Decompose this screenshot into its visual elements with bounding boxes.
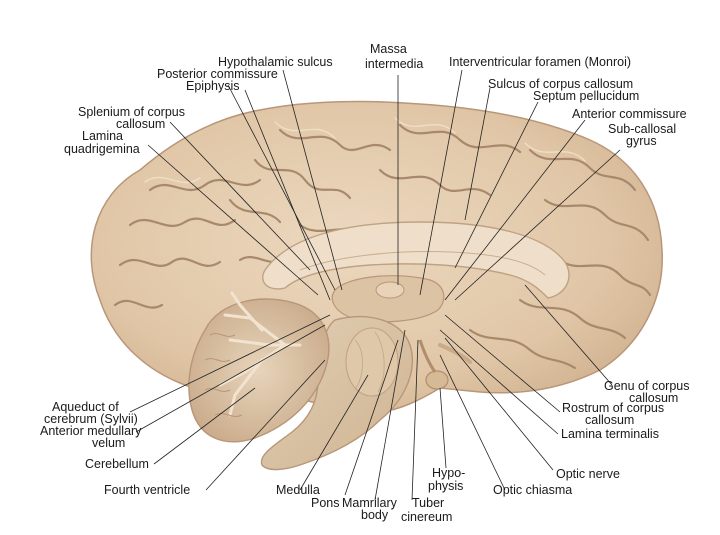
label-hypothalamic-sulcus: Hypothalamic sulcus [218,55,333,69]
label-hypophysis-1: Hypo- [432,466,465,480]
label-massa-intermedia-1: Massa [370,42,407,56]
label-rostrum-2: callosum [585,413,634,427]
label-hypophysis-2: physis [428,479,463,493]
labels: Hypothalamic sulcus Massa intermedia Int… [40,42,689,524]
label-splenium-1: Splenium of corpus [78,105,185,119]
label-mamillary-2: body [361,508,389,522]
label-subcallosal-2: gyrus [626,134,657,148]
label-anterior-medullary-2: velum [92,436,125,450]
label-aqueduct-2: cerebrum (Sylvii) [44,412,138,426]
label-sulcus-corpus-callosum: Sulcus of corpus callosum [488,77,633,91]
label-massa-intermedia-2: intermedia [365,57,423,71]
label-epiphysis: Epiphysis [186,79,240,93]
label-anterior-commissure: Anterior commissure [572,107,687,121]
label-optic-nerve: Optic nerve [556,467,620,481]
label-aqueduct-1: Aqueduct of [52,400,119,414]
corpus-callosum [262,221,570,299]
label-pons: Pons [311,496,340,510]
label-subcallosal-1: Sub-callosal [608,122,676,136]
label-lamina-terminalis: Lamina terminalis [561,427,659,441]
label-fourth-ventricle: Fourth ventricle [104,483,190,497]
leader-lines [129,69,621,501]
label-lamina-quadrigemina-2: quadrigemina [64,142,140,156]
label-septum-pellucidum: Septum pellucidum [533,89,639,103]
label-rostrum-1: Rostrum of corpus [562,401,664,415]
label-medulla: Medulla [276,483,320,497]
label-posterior-commissure: Posterior commissure [157,67,278,81]
label-interventricular-foramen: Interventricular foramen (Monroi) [449,55,631,69]
label-mamillary-1: Mamrilary [342,496,398,510]
label-optic-chiasma: Optic chiasma [493,483,572,497]
label-anterior-medullary-1: Anterior medullary [40,424,142,438]
label-lamina-quadrigemina-1: Lamina [82,129,123,143]
label-genu-1: Genu of corpus [604,379,689,393]
label-genu-2: callosum [629,391,678,405]
label-tuber-1: Tuber [412,496,444,510]
label-tuber-2: cinereum [401,510,452,524]
hypophysis [418,339,472,390]
thalamus [331,275,445,323]
label-cerebellum: Cerebellum [85,457,149,471]
label-splenium-2: callosum [116,117,165,131]
